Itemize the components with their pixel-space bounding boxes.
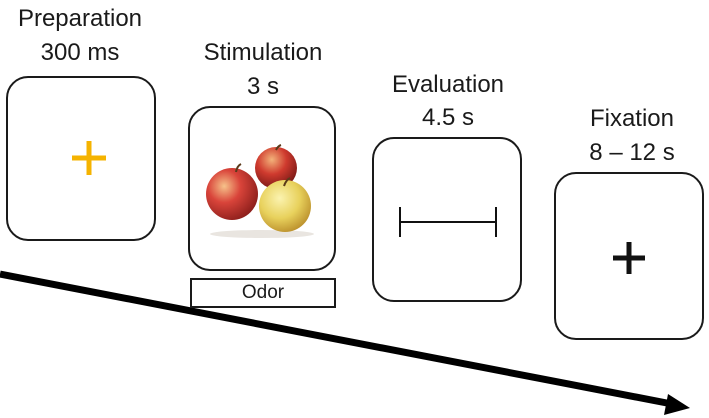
apples-image	[206, 144, 314, 238]
fixation-screen	[554, 172, 704, 340]
fixation-cross-icon	[613, 242, 645, 274]
odor-cue-box: Odor	[190, 278, 336, 308]
stage-title: Stimulation	[203, 39, 323, 66]
stage-title: Preparation	[17, 5, 143, 32]
fixation-cross-icon	[72, 141, 106, 175]
stage-title: Evaluation	[391, 71, 505, 98]
stage-duration: 8 – 12 s	[589, 139, 675, 166]
stimulation-screen	[188, 106, 336, 271]
stage-duration: 4.5 s	[421, 104, 475, 131]
stage-duration: 3 s	[246, 73, 279, 100]
evaluation-screen	[372, 137, 522, 302]
stage-title: Fixation	[589, 105, 675, 132]
preparation-screen	[6, 76, 156, 241]
stage-duration: 300 ms	[40, 39, 120, 66]
rating-scale-icon	[399, 207, 497, 237]
